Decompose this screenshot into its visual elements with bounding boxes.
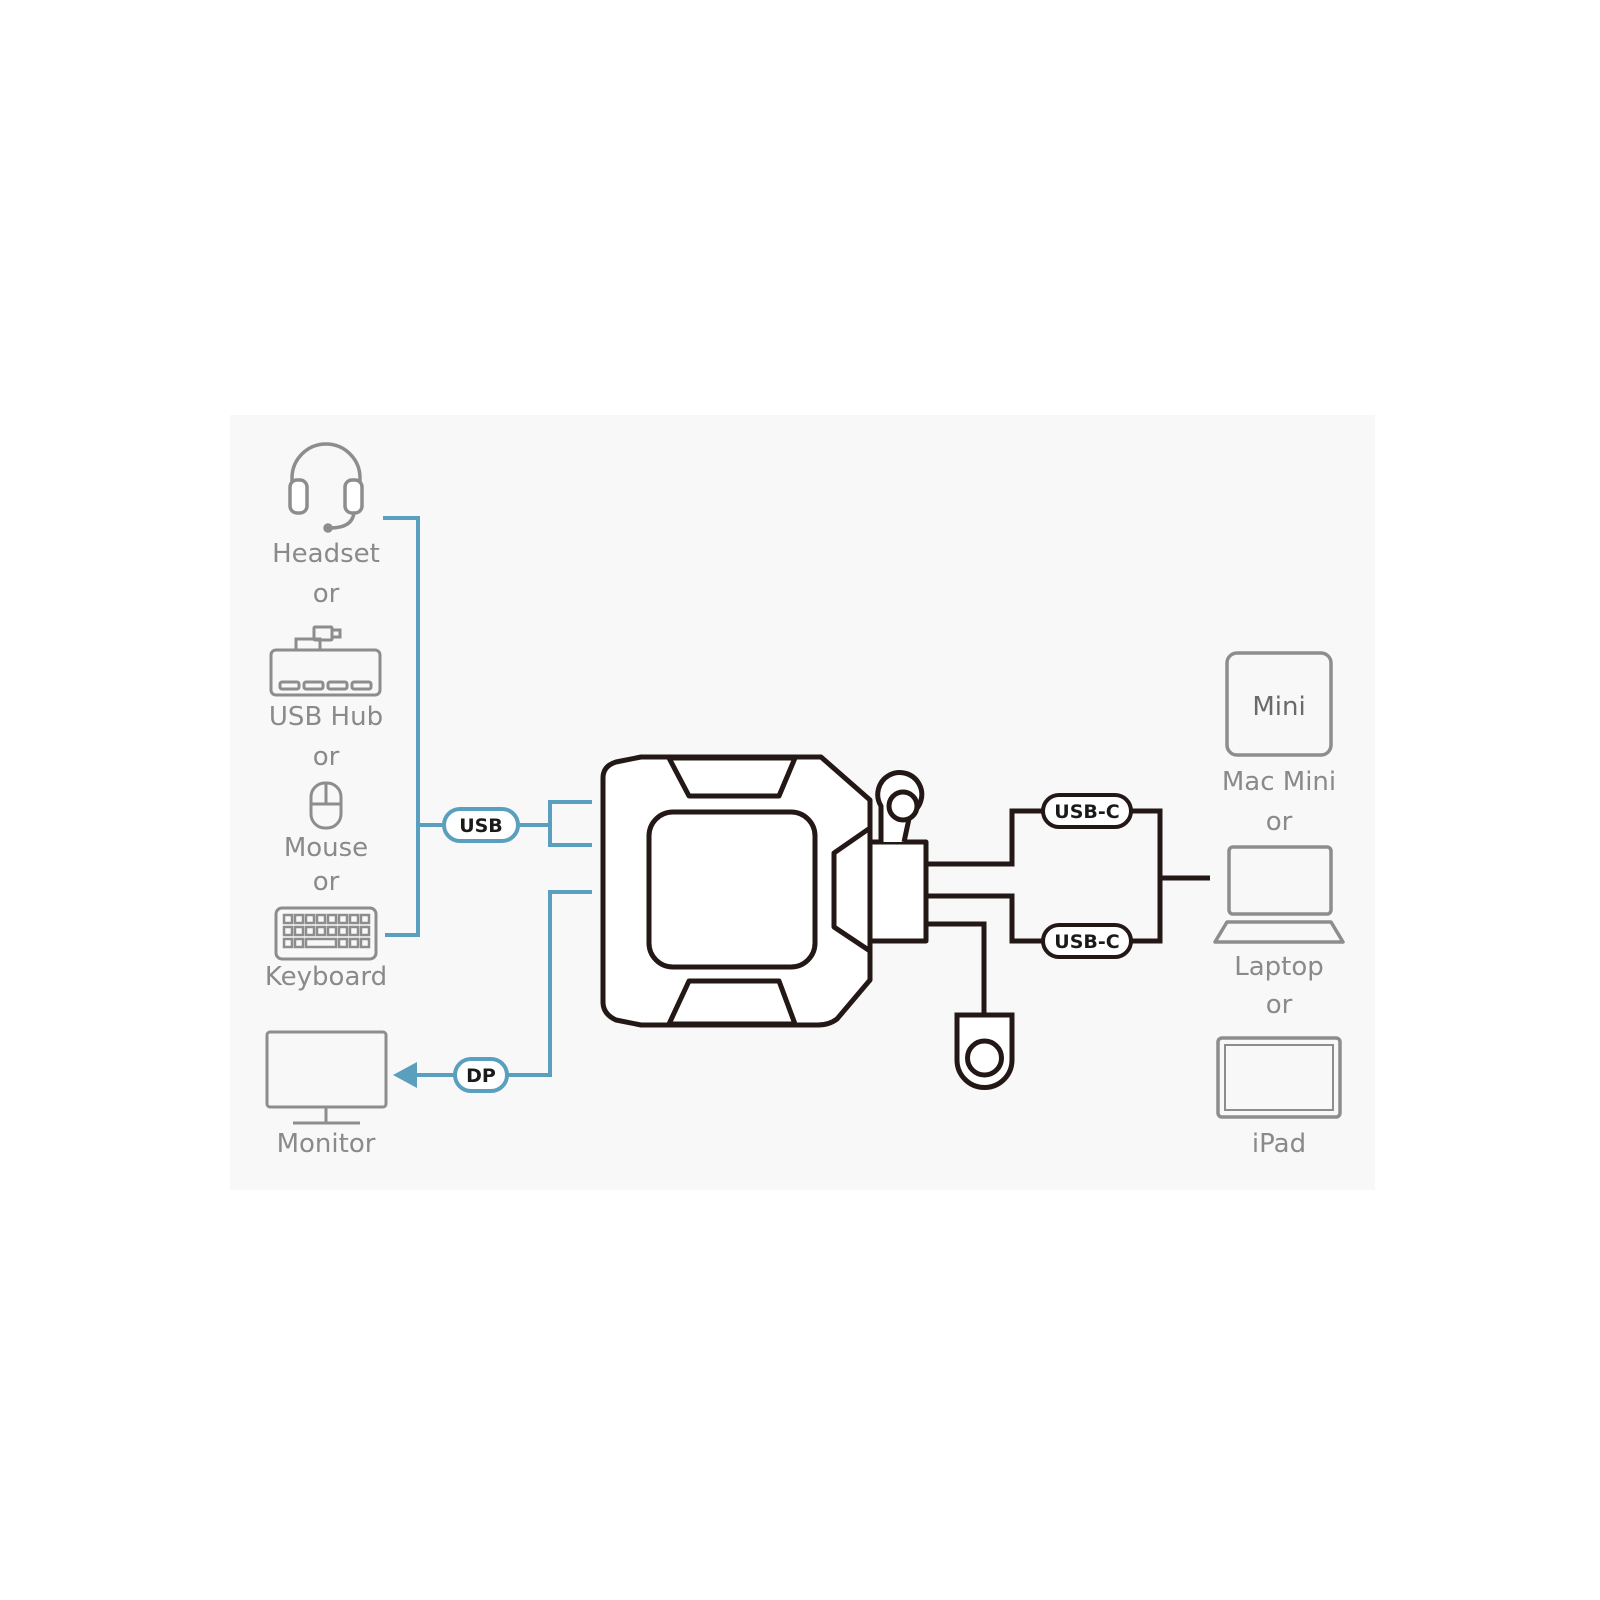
dp-arrow	[393, 1062, 417, 1088]
keyboard-key	[304, 925, 316, 937]
keyboard-key	[359, 925, 371, 937]
keyboard-key	[304, 913, 316, 925]
keyboard-key	[326, 913, 338, 925]
keyboard-key	[337, 925, 349, 937]
keyboard-key	[315, 925, 327, 937]
laptop-icon	[1213, 845, 1345, 944]
remote-button-icon	[954, 1012, 1015, 1090]
kvm-switch-device	[600, 754, 929, 1028]
usb-connector-pill	[442, 807, 520, 843]
mac-mini-icon	[1225, 651, 1333, 757]
mouse-label: Mouse	[284, 833, 368, 863]
or-text: or	[313, 579, 340, 609]
keyboard-key	[348, 913, 360, 925]
ipad-label: iPad	[1252, 1129, 1306, 1159]
keyboard-key	[337, 937, 349, 949]
keyboard-key	[359, 913, 371, 925]
keyboard-key	[326, 925, 338, 937]
usbc-connector-label-bottom: USB-C	[1054, 931, 1119, 953]
usb-hub-label: USB Hub	[269, 702, 383, 732]
keyboard-key	[293, 925, 305, 937]
keyboard-key	[293, 913, 305, 925]
usbc-connector-label-top: USB-C	[1054, 801, 1119, 823]
or-text: or	[1266, 807, 1293, 837]
laptop-label: Laptop	[1234, 952, 1324, 982]
keyboard-key	[293, 937, 305, 949]
headset-icon	[288, 442, 364, 533]
usbc-connector-pill-top	[1041, 793, 1133, 829]
dp-line	[414, 890, 592, 1077]
mouse-icon	[309, 781, 343, 830]
usb-connector-label: USB	[459, 815, 503, 837]
monitor-icon	[265, 1030, 388, 1125]
mac-mini-box-text: Mini	[1252, 692, 1305, 722]
keyboard-key	[282, 925, 294, 937]
keyboard-key	[359, 937, 371, 949]
usb-hub-icon	[269, 625, 382, 697]
keyboard-key	[337, 913, 349, 925]
keyboard-key	[315, 913, 327, 925]
monitor-label: Monitor	[277, 1129, 376, 1159]
mac-mini-label: Mac Mini	[1222, 767, 1336, 797]
keyboard-icon	[274, 906, 378, 961]
headset-label: Headset	[272, 539, 380, 569]
keyboard-key	[348, 937, 360, 949]
keyboard-key	[282, 913, 294, 925]
ipad-icon	[1216, 1036, 1342, 1119]
or-text: or	[1266, 990, 1293, 1020]
keyboard-spacebar	[304, 937, 338, 949]
or-text: or	[313, 742, 340, 772]
dp-connector-label: DP	[466, 1065, 496, 1087]
dp-connector-pill	[453, 1057, 509, 1093]
keyboard-key	[348, 925, 360, 937]
or-text: or	[313, 867, 340, 897]
keyboard-label: Keyboard	[265, 962, 387, 992]
usbc-cable-lines	[926, 808, 1210, 1015]
usb-bracket-line	[383, 516, 592, 937]
keyboard-key	[282, 937, 294, 949]
usbc-connector-pill-bottom	[1041, 923, 1133, 959]
